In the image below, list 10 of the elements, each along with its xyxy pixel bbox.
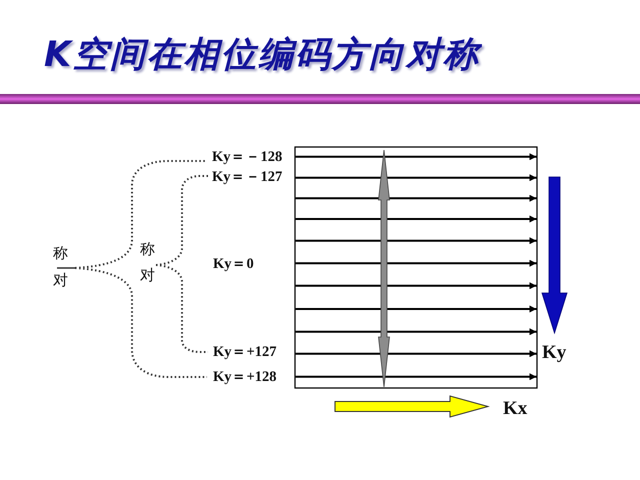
axis-label: Kx [503,398,528,418]
title: K空间在相位编码方向对称 [44,38,480,73]
line-label: Ky＝+127 [213,344,277,360]
line-label: Ky＝+128 [213,370,277,384]
axis-label: Ky [542,342,566,362]
line-label: Ky＝－127 [212,170,282,184]
bracket-label: 称对 [140,239,156,286]
bracket-label: 称对 [53,243,69,291]
line-label: Ky＝0 [213,256,254,272]
line-label: Ky＝－128 [212,150,282,164]
